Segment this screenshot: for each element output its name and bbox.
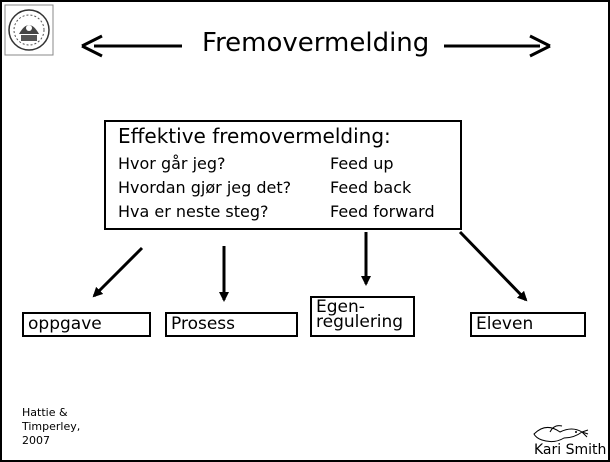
feedback-box: Effektive fremovermelding: Hvor går jeg?…: [104, 120, 462, 230]
source-line1: Hattie &: [22, 406, 68, 419]
box-heading: Effektive fremovermelding:: [118, 124, 391, 148]
arrow-to-eleven: [458, 230, 528, 302]
category-egenregulering-line2: regulering: [316, 312, 404, 332]
category-oppgave: oppgave: [22, 312, 151, 337]
feed-3: Feed forward: [330, 202, 435, 221]
arrow-to-oppgave: [92, 246, 144, 298]
right-arrow: [444, 34, 551, 58]
category-egenregulering: Egen- regulering: [310, 296, 415, 337]
source-citation: Hattie & Timperley, 2007: [22, 406, 102, 448]
question-3: Hva er neste steg?: [118, 202, 269, 221]
feed-1: Feed up: [330, 154, 394, 173]
feed-2: Feed back: [330, 178, 412, 197]
signature-text: Kari Smith: [534, 442, 607, 458]
left-arrow: [81, 34, 182, 58]
category-prosess: Prosess: [165, 312, 298, 337]
bird-signature-icon: [533, 425, 589, 443]
source-line2: Timperley,: [22, 420, 81, 433]
university-seal-logo: [4, 4, 54, 56]
category-eleven: Eleven: [470, 312, 586, 337]
source-line3: 2007: [22, 434, 50, 447]
category-egenregulering-line1: Egen-: [316, 297, 365, 317]
question-1: Hvor går jeg?: [118, 154, 226, 173]
slide-title: Fremovermelding: [202, 28, 430, 58]
question-2: Hvordan gjør jeg det?: [118, 178, 292, 197]
